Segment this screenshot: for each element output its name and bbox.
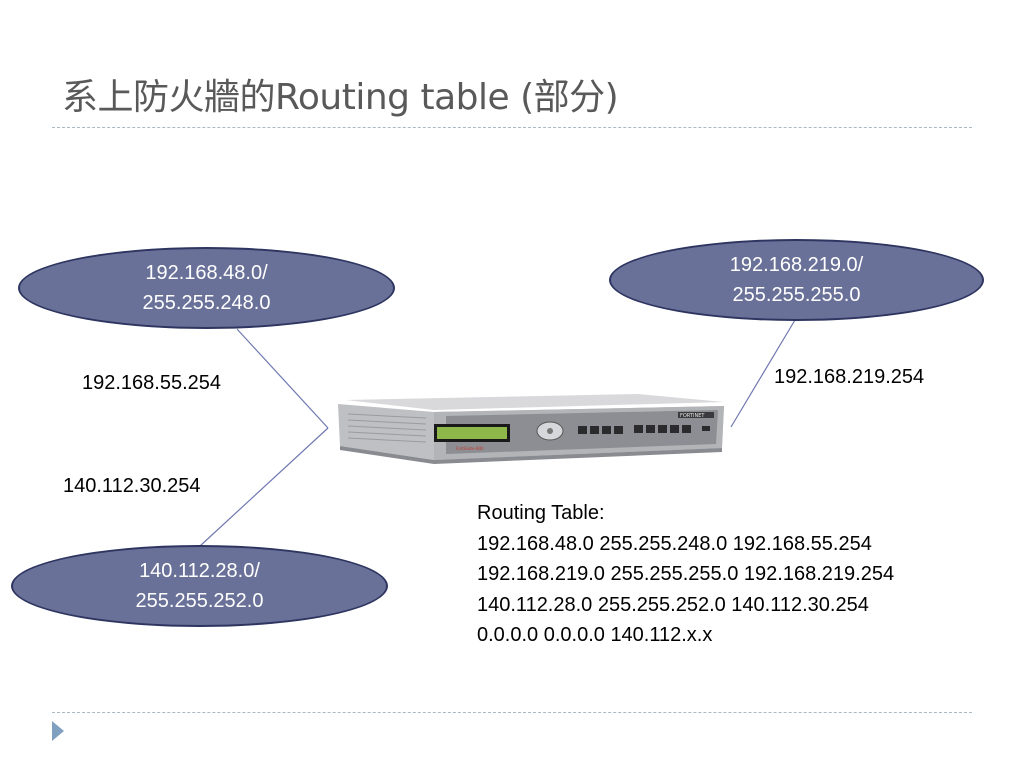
routing-table-row: 192.168.48.0 255.255.248.0 192.168.55.25…: [477, 532, 872, 555]
firewall-device-image: FORTINET FortiGate-800: [338, 394, 724, 464]
network-address: 192.168.48.0/: [145, 262, 268, 284]
gateway-label-left-top: 192.168.55.254: [82, 372, 222, 394]
network-mask: 255.255.248.0: [142, 292, 271, 314]
routing-table-text: Routing Table: 192.168.48.0 255.255.248.…: [477, 498, 894, 651]
gateway-label-right-top: 192.168.219.254: [774, 366, 925, 388]
network-ellipse-left-top: 192.168.48.0/ 255.255.248.0: [18, 247, 395, 329]
network-address: 140.112.28.0/: [139, 560, 260, 582]
network-address: 192.168.219.0/: [729, 254, 864, 276]
network-ellipse-left-bottom: 140.112.28.0/ 255.255.252.0: [11, 545, 388, 627]
device-brand: FORTINET: [680, 413, 705, 419]
network-ellipse-right-top: 192.168.219.0/ 255.255.255.0: [609, 239, 984, 321]
title-divider: [52, 127, 972, 128]
network-mask: 255.255.252.0: [135, 590, 264, 612]
footer-divider: [52, 712, 972, 713]
network-mask: 255.255.255.0: [732, 284, 861, 306]
connector-left-bottom: [199, 427, 329, 547]
routing-table-heading: Routing Table:: [477, 502, 605, 524]
connector-right-top: [730, 319, 796, 428]
triangle-bullet-icon: [52, 721, 64, 741]
gateway-label-left-bottom: 140.112.30.254: [63, 475, 201, 497]
routing-table-row: 0.0.0.0 0.0.0.0 140.112.x.x: [477, 624, 713, 646]
device-model: FortiGate-800: [456, 446, 484, 451]
routing-table-row: 192.168.219.0 255.255.255.0 192.168.219.…: [477, 563, 895, 585]
slide-title: 系上防火牆的Routing table (部分): [62, 77, 619, 118]
routing-table-row: 140.112.28.0 255.255.252.0 140.112.30.25…: [477, 593, 869, 616]
connector-left-top: [236, 328, 329, 429]
